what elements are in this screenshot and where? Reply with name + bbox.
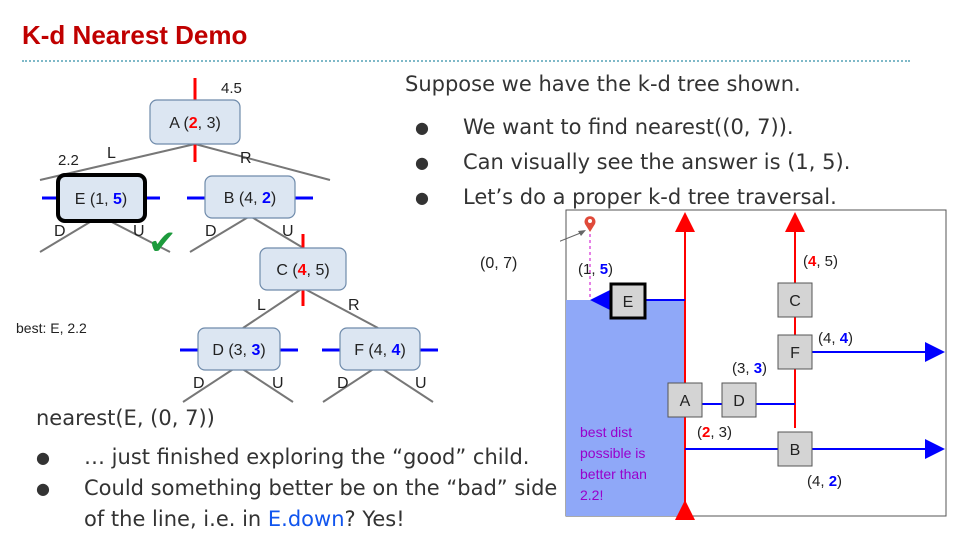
- svg-text:F (4, 4): F (4, 4): [354, 342, 406, 359]
- intro-bullets: We want to find nearest((0, 7)). Can vis…: [415, 110, 850, 215]
- edge-label-d: D: [205, 223, 217, 240]
- svg-text:A: A: [680, 393, 691, 410]
- best-label: best: E, 2.2: [16, 320, 87, 336]
- intro-bullet: Let’s do a proper k-d tree traversal.: [415, 180, 850, 215]
- svg-text:F: F: [790, 345, 800, 362]
- split-label-top: 4.5: [221, 80, 242, 97]
- edge-label-d: D: [54, 223, 66, 240]
- edge-b-d: [189, 215, 251, 253]
- coord-label-f: (4, 4): [818, 330, 853, 347]
- coord-label-b: (4, 2): [807, 473, 842, 490]
- point-d: D: [721, 382, 757, 418]
- edge-label-l: L: [107, 145, 116, 162]
- tree-node-a: A (2, 3): [149, 99, 241, 145]
- svg-text:C: C: [789, 293, 801, 310]
- edge-d-d: [182, 365, 239, 403]
- coord-label-d: (3, 3): [732, 360, 767, 377]
- slide-title: K-d Nearest Demo: [22, 20, 248, 50]
- tree-node-f: F (4, 4): [339, 327, 421, 371]
- svg-text:A (2, 3): A (2, 3): [169, 115, 221, 132]
- svg-text:C (4, 5): C (4, 5): [276, 262, 329, 279]
- tree-node-b: B (4, 2): [204, 175, 296, 219]
- intro-bullet: Can visually see the answer is (1, 5).: [415, 145, 850, 180]
- point-b: B: [777, 431, 813, 467]
- status-bullets: … just finished exploring the “good” chi…: [36, 442, 566, 535]
- coord-label-c: (4, 5): [803, 253, 838, 270]
- tree-node-e: E (1, 5): [56, 173, 147, 223]
- status-bullet: … just finished exploring the “good” chi…: [36, 442, 566, 473]
- edge-b-u: [249, 215, 311, 253]
- edge-label-r: R: [240, 150, 252, 167]
- tree-node-c: C (4, 5): [259, 247, 347, 291]
- svg-text:E (1, 5): E (1, 5): [75, 191, 127, 208]
- best-dist-note: best dist possible is better than 2.2!: [580, 424, 651, 503]
- nearest-call: nearest(E, (0, 7)): [36, 406, 215, 430]
- edge-label-u: U: [282, 223, 294, 240]
- edge-f-u: [377, 365, 434, 403]
- edge-label-u: U: [272, 375, 284, 392]
- intro-text: Suppose we have the k-d tree shown.: [405, 72, 801, 96]
- query-label: (0, 7): [480, 255, 518, 272]
- status-bullet: Could something better be on the “bad” s…: [36, 473, 566, 535]
- svg-text:E: E: [623, 294, 634, 311]
- location-pin-icon: [584, 216, 596, 232]
- point-e: E: [609, 282, 647, 320]
- bad-side-region: [566, 300, 685, 516]
- tree-node-d: D (3, 3): [197, 327, 281, 371]
- edge-label-u: U: [415, 375, 427, 392]
- svg-text:B (4, 2): B (4, 2): [224, 190, 276, 207]
- edge-c-d: [242, 287, 304, 329]
- checkmark-icon: ✔: [148, 224, 177, 262]
- edge-label-r: R: [348, 297, 360, 314]
- edge-label-u: U: [133, 223, 145, 240]
- coord-label-e: (1, 5): [578, 261, 613, 278]
- intro-bullet: We want to find nearest((0, 7)).: [415, 110, 850, 145]
- title-divider: [22, 60, 910, 62]
- svg-text:D: D: [733, 393, 745, 410]
- query-pointer: [560, 231, 584, 242]
- query-pointer-arrowhead: [578, 230, 586, 236]
- point-a: A: [667, 382, 703, 418]
- svg-text:D (3, 3): D (3, 3): [212, 342, 265, 359]
- split-label-e: 2.2: [58, 152, 79, 169]
- edge-c-f: [302, 287, 379, 329]
- kd-plane-diagram: E C F A D B (1, 5) (4, 5) (4, 4) (3, 3) …: [560, 209, 947, 520]
- coord-label-a: (2, 3): [697, 424, 732, 441]
- edge-f-d: [322, 365, 379, 403]
- edge-label-d: D: [337, 375, 349, 392]
- svg-text:B: B: [790, 442, 801, 459]
- edge-label-l: L: [257, 297, 266, 314]
- edge-a-b: [194, 143, 331, 181]
- point-c: C: [777, 282, 813, 318]
- edge-label-d: D: [193, 375, 205, 392]
- e-down-link: E.down: [267, 507, 345, 531]
- kd-tree-diagram: A (2, 3) E (1, 5) B (4, 2) C (4, 5) D (3…: [16, 78, 438, 403]
- edge-d-u: [237, 365, 294, 403]
- point-f: F: [777, 334, 813, 370]
